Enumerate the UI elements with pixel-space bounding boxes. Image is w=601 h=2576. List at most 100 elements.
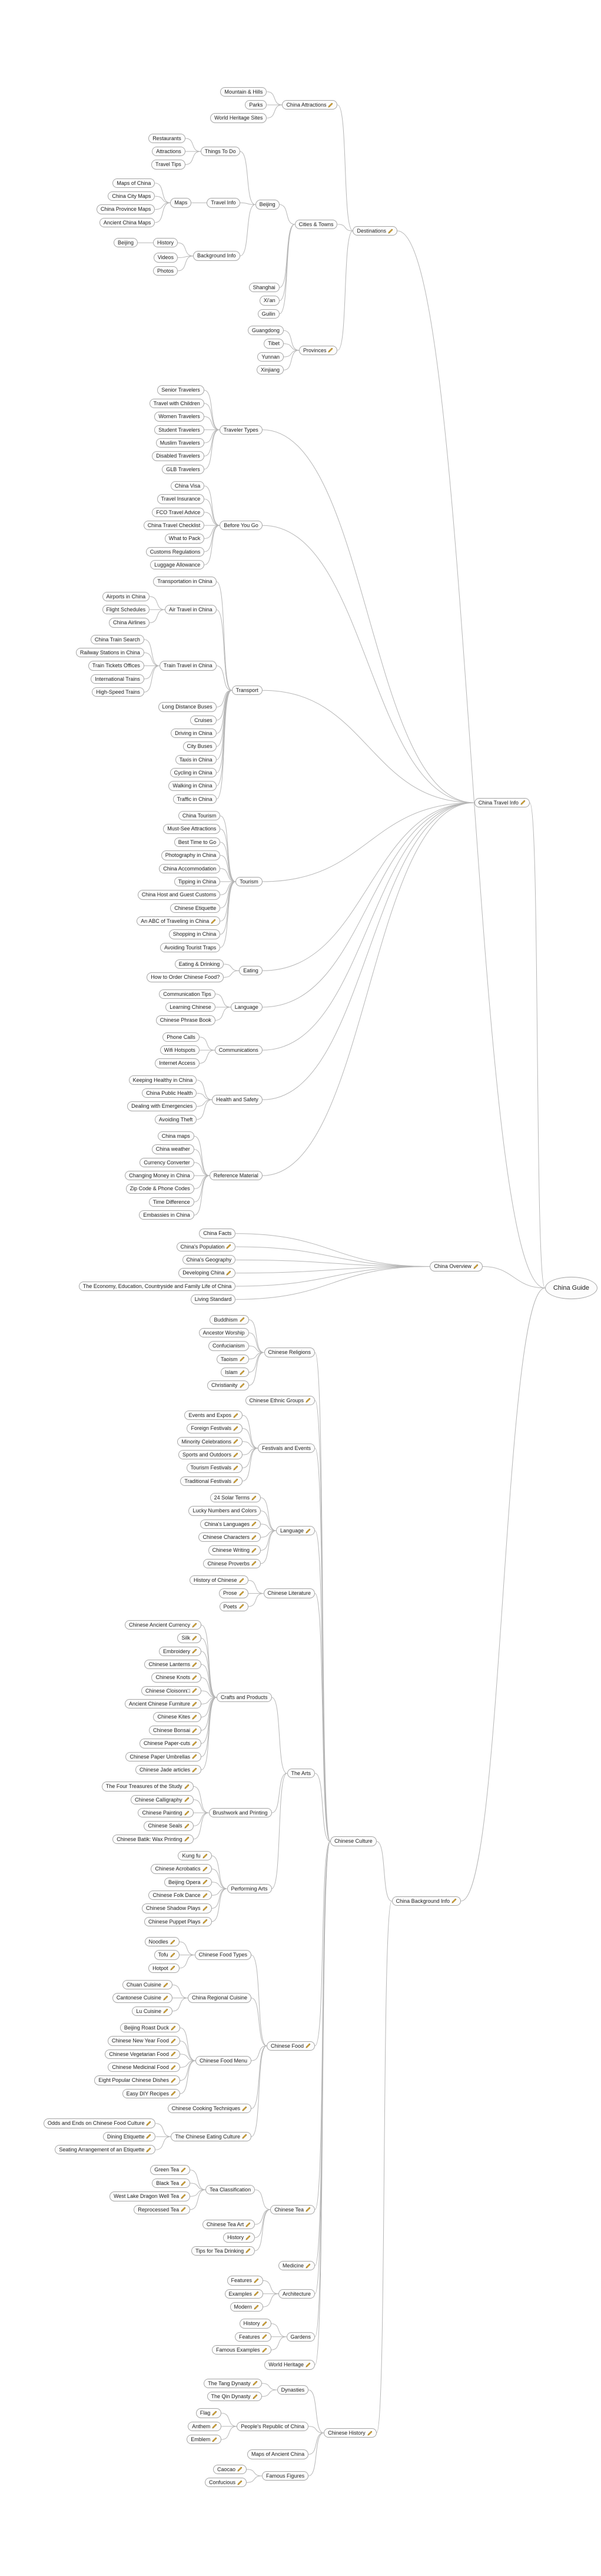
node-dealing-with-emergencies[interactable]: Dealing with Emergencies [127,1101,197,1111]
node-west-lake-dragon-well-tea[interactable]: West Lake Dragon Well Tea [109,2191,191,2201]
node-mountain-hills[interactable]: Mountain & Hills [220,87,267,97]
node-minority-celebrations[interactable]: Minority Celebrations [177,1436,243,1446]
node-avoiding-theft[interactable]: Avoiding Theft [155,1114,197,1125]
node-time-difference[interactable]: Time Difference [148,1197,194,1207]
node-before-you-go[interactable]: Before You Go [220,520,263,531]
node-chinese-phrase-book[interactable]: Chinese Phrase Book [155,1015,215,1025]
node-travel-with-children[interactable]: Travel with Children [149,398,204,409]
node-disabled-travelers[interactable]: Disabled Travelers [152,451,204,461]
node-airports-in-china[interactable]: Airports in China [102,591,150,601]
node-how-to-order-chinese-food[interactable]: How to Order Chinese Food? [147,972,224,982]
node-chinese-medicinal-food[interactable]: Chinese Medicinal Food [108,2062,180,2072]
node-provinces[interactable]: Provinces [298,345,338,355]
node-currency-converter[interactable]: Currency Converter [140,1157,194,1168]
node-high-speed-trains[interactable]: High-Speed Trains [92,687,144,697]
node-background-info[interactable]: Background Info [193,251,240,261]
node-chinese-cooking-techniques[interactable]: Chinese Cooking Techniques [167,2104,252,2114]
node-cantonese-cuisine[interactable]: Cantonese Cuisine [112,1993,172,2003]
node-christianity[interactable]: Christianity [207,1380,249,1390]
node-eating-drinking[interactable]: Eating & Drinking [174,959,224,969]
node-taxis-in-china[interactable]: Taxis in China [175,754,217,765]
node-world-heritage[interactable]: World Heritage [264,2360,316,2370]
node-medicine[interactable]: Medicine [278,2260,316,2271]
node-flag[interactable]: Flag [195,2408,222,2418]
node-chinese-puppet-plays[interactable]: Chinese Puppet Plays [144,1916,212,1926]
node-communication-tips[interactable]: Communication Tips [159,989,215,999]
node-chinese-etiquette[interactable]: Chinese Etiquette [170,903,221,913]
node-reprocessed-tea[interactable]: Reprocessed Tea [134,2204,191,2214]
node-chinese-painting[interactable]: Chinese Painting [138,1807,194,1818]
node-buddhism[interactable]: Buddhism [210,1315,249,1325]
node-odds-and-ends-on-chinese-food-culture[interactable]: Odds and Ends on Chinese Food Culture [43,2118,156,2128]
node-black-tea[interactable]: Black Tea [152,2178,191,2188]
node-ancient-china-maps[interactable]: Ancient China Maps [99,217,155,228]
node-chinese-acrobatics[interactable]: Chinese Acrobatics [151,1864,212,1874]
node-lu-cuisine[interactable]: Lu Cuisine [132,2006,172,2017]
node-chinese-seals[interactable]: Chinese Seals [144,1821,194,1831]
node-chinese-characters[interactable]: Chinese Characters [198,1532,261,1542]
node-china-travel-info[interactable]: China Travel Info [474,797,530,808]
node-internet-access[interactable]: Internet Access [155,1058,200,1068]
node-people-s-republic-of-china[interactable]: People's Republic of China [237,2421,309,2432]
node-customs-regulations[interactable]: Customs Regulations [145,547,205,557]
node-chinese-literature[interactable]: Chinese Literature [263,1588,316,1598]
node-history[interactable]: History [223,2233,255,2243]
node-photos[interactable]: Photos [153,266,178,276]
node-muslim-travelers[interactable]: Muslim Travelers [155,438,204,448]
node-travel-info[interactable]: Travel Info [207,198,240,208]
node-walking-in-china[interactable]: Walking in China [168,781,217,791]
node-china-travel-checklist[interactable]: China Travel Checklist [143,520,205,531]
node-islam[interactable]: Islam [221,1367,249,1378]
node-sports-and-outdoors[interactable]: Sports and Outdoors [178,1449,243,1460]
node-china-regional-cuisine[interactable]: China Regional Cuisine [187,1993,252,2003]
node-language[interactable]: Language [276,1525,316,1536]
node-chinese-kites[interactable]: Chinese Kites [153,1712,201,1722]
node-xinjiang[interactable]: Xinjiang [256,365,284,375]
node-china-s-population[interactable]: China's Population [176,1241,236,1252]
node-ancestor-worship[interactable]: Ancestor Worship [198,1327,249,1338]
node-kung-fu[interactable]: Kung fu [178,1850,212,1861]
node-features[interactable]: Features [235,2332,271,2342]
node-beijing-roast-duck[interactable]: Beijing Roast Duck [119,2023,180,2033]
node-international-trains[interactable]: International Trains [91,674,144,684]
node-china-public-health[interactable]: China Public Health [142,1088,197,1098]
node-beijing[interactable]: Beijing [114,238,138,248]
node-chinese-knots[interactable]: Chinese Knots [151,1673,201,1683]
node-flight-schedules[interactable]: Flight Schedules [102,604,150,615]
node-chinese-paper-umbrellas[interactable]: Chinese Paper Umbrellas [125,1751,201,1762]
node-chinese-paper-cuts[interactable]: Chinese Paper-cuts [139,1739,201,1749]
node-zip-code-phone-codes[interactable]: Zip Code & Phone Codes [125,1184,194,1194]
node-lucky-numbers-and-colors[interactable]: Lucky Numbers and Colors [188,1506,261,1516]
node-seating-arrangement-of-an-etiquette[interactable]: Seating Arrangement of an Etiquette [55,2145,156,2155]
node-student-travelers[interactable]: Student Travelers [154,425,204,435]
node-chinese-tea-art[interactable]: Chinese Tea Art [202,2219,255,2230]
node-chinese-vegetarian-food[interactable]: Chinese Vegetarian Food [105,2049,180,2060]
node-hotpot[interactable]: Hotpot [148,1963,180,1974]
node-noodles[interactable]: Noodles [144,1936,180,1947]
node-photography-in-china[interactable]: Photography in China [161,850,221,860]
node-travel-tips[interactable]: Travel Tips [151,160,185,170]
node-china-train-search[interactable]: China Train Search [90,634,144,645]
node-chinese-lanterns[interactable]: Chinese Lanterns [144,1660,201,1670]
node-confucious[interactable]: Confucious [205,2478,247,2488]
node-china-province-maps[interactable]: China Province Maps [96,204,155,214]
node-the-economy-education-countryside-and-family-life-of-china[interactable]: The Economy, Education, Countryside and … [78,1281,236,1292]
node-tipping-in-china[interactable]: Tipping in China [174,876,221,887]
node-train-tickets-offices[interactable]: Train Tickets Offices [88,661,144,671]
node-wifi-hotspots[interactable]: Wifi Hotspots [160,1045,200,1055]
node-chinese-writing[interactable]: Chinese Writing [208,1545,261,1555]
node-famous-examples[interactable]: Famous Examples [212,2345,271,2355]
node-driving-in-china[interactable]: Driving in China [171,729,217,739]
node-chinese-batik-wax-printing[interactable]: Chinese Batik: Wax Printing [112,1834,194,1844]
node-tofu[interactable]: Tofu [154,1950,180,1960]
node-keeping-healthy-in-china[interactable]: Keeping Healthy in China [128,1075,197,1085]
node-the-chinese-eating-culture[interactable]: The Chinese Eating Culture [171,2131,252,2142]
node-silk[interactable]: Silk [177,1633,201,1643]
node-china-background-info[interactable]: China Background Info [391,1896,461,1906]
node-china-weather[interactable]: China weather [151,1144,194,1154]
node-world-heritage-sites[interactable]: World Heritage Sites [210,113,267,123]
node-tea-classification[interactable]: Tea Classification [205,2185,255,2195]
node-24-solar-terms[interactable]: 24 Solar Terms [210,1492,261,1503]
node-cities-towns[interactable]: Cities & Towns [294,219,338,230]
node-china-attractions[interactable]: China Attractions [282,100,338,110]
